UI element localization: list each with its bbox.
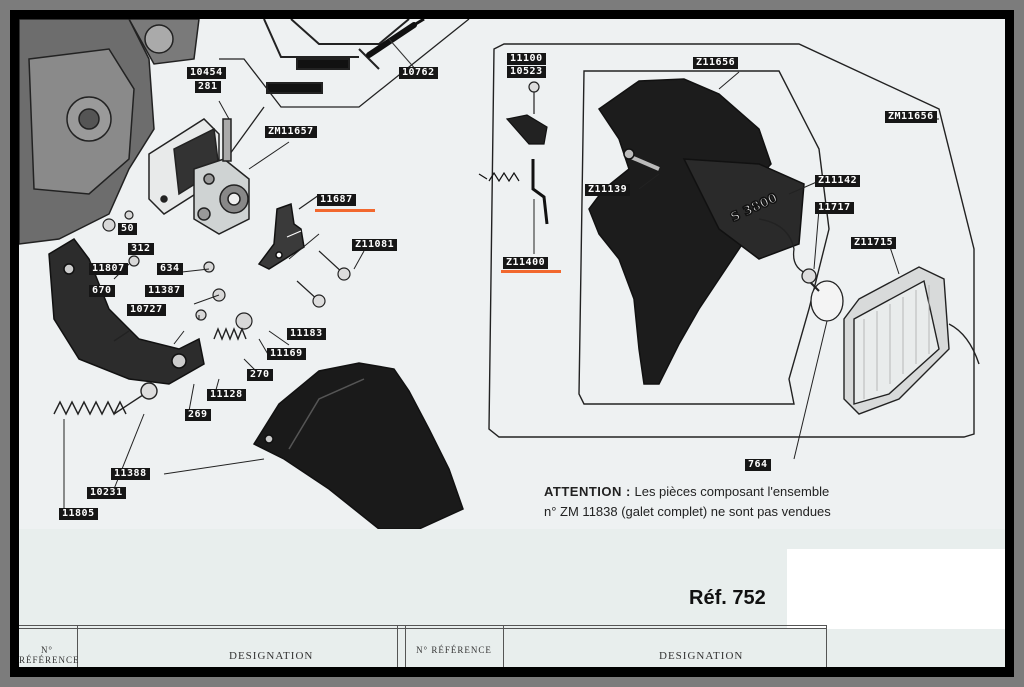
part-label: 50 — [118, 223, 138, 235]
cam-lever-drawing — [478, 114, 549, 225]
reference-number: Réf. 752 — [689, 587, 766, 609]
part-label: 11169 — [267, 348, 306, 360]
bracket-11687-drawing — [257, 202, 305, 270]
part-label: 764 — [745, 459, 771, 471]
table-header-designation: DESIGNATION — [229, 650, 314, 662]
part-label: 10762 — [399, 67, 438, 79]
part-label: 11183 — [287, 328, 326, 340]
part-label: 269 — [185, 409, 211, 421]
table-header-designation-2: DESIGNATION — [659, 650, 744, 662]
part-label: 10523 — [507, 66, 546, 78]
part-label: 11388 — [111, 468, 150, 480]
table-top-rule-2 — [19, 628, 827, 629]
highlight-underline — [315, 209, 375, 212]
top-clamp-drawing — [263, 19, 410, 94]
part-label: 634 — [157, 263, 183, 275]
part-label: Z11081 — [352, 239, 398, 251]
part-label: Z11400 — [503, 257, 549, 269]
part-label: Z11142 — [815, 175, 861, 187]
leader-lines-top — [218, 19, 470, 170]
lower-bolt-drawing — [113, 330, 158, 415]
part-label: 10454 — [187, 67, 226, 79]
table-header-reference-2: N° RÉFÉRENCE — [416, 645, 492, 655]
mudguard-drawing — [252, 362, 464, 529]
attention-text-line1: Les pièces composant l'ensemble — [634, 484, 830, 499]
part-label: 11717 — [815, 202, 854, 214]
part-label: Z11656 — [693, 57, 739, 69]
screw-11100-drawing — [528, 81, 540, 114]
bolts-drawing — [296, 194, 351, 308]
part-label: 11128 — [207, 389, 246, 401]
part-label: 11805 — [59, 508, 98, 520]
headlamp-assembly-frame — [488, 43, 975, 438]
table-col-divider — [503, 625, 504, 667]
part-label: 270 — [247, 369, 273, 381]
part-label: 11387 — [145, 285, 184, 297]
lamp-lens-drawing — [843, 266, 980, 415]
part-label: 11687 — [317, 194, 356, 206]
attention-note: ATTENTION : Les pièces composant l'ensem… — [544, 482, 979, 522]
catalog-page: S 3800 — [19, 19, 1005, 667]
table-col-divider — [77, 625, 78, 667]
screw-10762-drawing — [366, 19, 425, 72]
engine-block-drawing — [19, 19, 200, 245]
part-label: Z11139 — [585, 184, 631, 196]
part-label: 11807 — [89, 263, 128, 275]
exploded-parts-diagram: S 3800 — [19, 19, 980, 529]
table-col-divider — [826, 625, 827, 667]
part-label: ZM11656 — [885, 111, 937, 123]
tensioner-arm-drawing — [48, 238, 205, 385]
highlight-underline — [501, 270, 561, 273]
part-label: 670 — [89, 285, 115, 297]
headlamp-body-drawing: S 3800 — [588, 78, 805, 385]
attention-text-line2: n° ZM 11838 (galet complet) ne sont pas … — [544, 504, 831, 519]
table-col-divider — [397, 625, 398, 667]
table-top-rule — [19, 625, 827, 626]
part-label: 11100 — [507, 53, 546, 65]
part-label: 10231 — [87, 487, 126, 499]
part-label: 312 — [128, 243, 154, 255]
part-label: 281 — [195, 81, 221, 93]
table-header-reference: N° RÉFÉRENCE — [19, 645, 80, 665]
part-label: ZM11657 — [265, 126, 317, 138]
bulb-and-wires-drawing — [758, 218, 844, 322]
attention-heading: ATTENTION : — [544, 484, 631, 499]
paper-patch — [787, 549, 1005, 629]
table-col-divider — [405, 625, 406, 667]
distributor-drawing — [193, 118, 250, 235]
leader-lines-right — [533, 71, 939, 460]
part-label: 10727 — [127, 304, 166, 316]
washers-drawing — [102, 210, 253, 330]
part-label: Z11715 — [851, 237, 897, 249]
